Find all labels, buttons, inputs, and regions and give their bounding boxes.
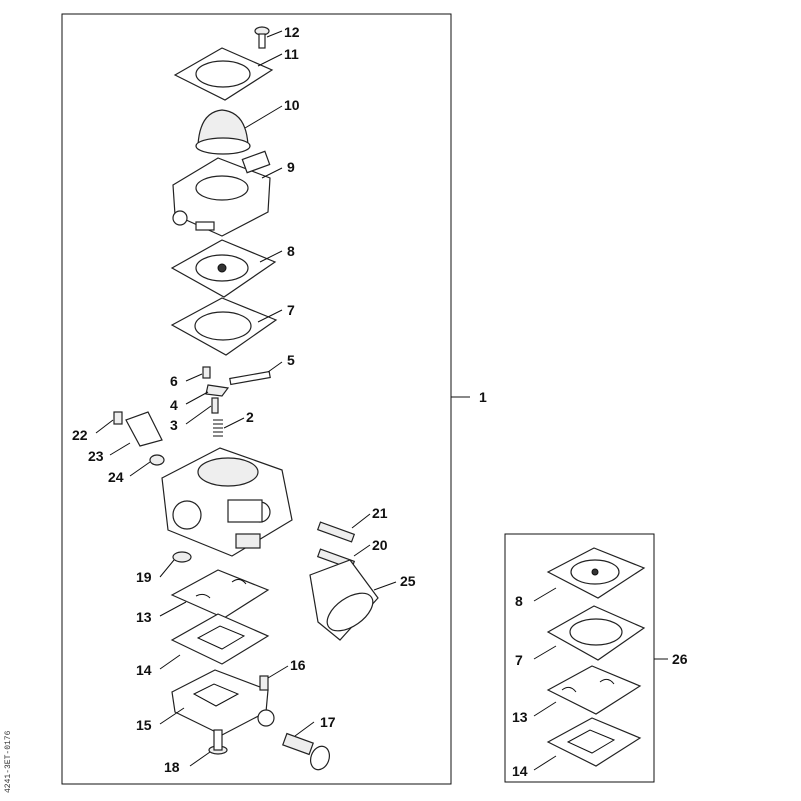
part-6-screw: [202, 366, 211, 379]
label-part-17: 17: [320, 714, 336, 730]
part-10-primer-bulb: [195, 109, 251, 155]
part-8-diaphragm: [170, 239, 277, 298]
label-part-25: 25: [400, 573, 416, 589]
kit-frame: [504, 533, 655, 783]
part-17-adjuster: [282, 732, 331, 771]
kit-part-13-gasket: [546, 665, 642, 715]
label-part-7: 7: [287, 302, 295, 318]
kit-part-8-diaphragm: [546, 547, 646, 599]
label-part-1: 1: [479, 389, 487, 405]
label-part-5: 5: [287, 352, 295, 368]
label-part-4: 4: [170, 397, 178, 413]
label-part-8: 8: [287, 243, 295, 259]
label-part-20: 20: [372, 537, 388, 553]
part-18-screw: [208, 729, 228, 755]
part-21-screw: [316, 521, 356, 543]
part-7-gasket: [170, 297, 278, 356]
part-15-pump-cover: [171, 669, 275, 736]
label-part-18: 18: [164, 759, 180, 775]
part-5-pin: [229, 370, 271, 386]
label-part-9: 9: [287, 159, 295, 175]
label-kit-part-8: 8: [515, 593, 523, 609]
part-4-lever: [205, 384, 230, 397]
part-11-cover: [173, 47, 274, 101]
side-code: 4241-3ET-0176: [2, 731, 16, 795]
part-3-needle: [211, 397, 219, 414]
label-part-21: 21: [372, 505, 388, 521]
label-part-3: 3: [170, 417, 178, 433]
part-13-gasket: [170, 569, 270, 619]
part-14-gasket: [170, 613, 270, 665]
label-part-10: 10: [284, 97, 300, 113]
part-19-screen: [172, 551, 192, 563]
part-16-pin: [259, 675, 269, 691]
part-12-screw: [254, 26, 270, 49]
label-part-11: 11: [284, 46, 299, 62]
part-2-spring: [213, 419, 223, 437]
label-part-12: 12: [284, 24, 300, 40]
label-part-15: 15: [136, 717, 152, 733]
label-part-14: 14: [136, 662, 152, 678]
label-part-24: 24: [108, 469, 124, 485]
side-code-text: 4241-3ET-0176: [4, 730, 13, 793]
part-24-bushing: [149, 454, 165, 466]
label-kit-part-7: 7: [515, 652, 523, 668]
label-part-6: 6: [170, 373, 178, 389]
kit-part-14-gasket: [546, 717, 642, 767]
main-frame: [61, 13, 452, 785]
part-25-intake: [309, 559, 379, 641]
label-kit-part-14: 14: [512, 763, 528, 779]
part-23-bracket: [125, 411, 163, 447]
leader-lines: [95, 30, 668, 771]
label-part-13: 13: [136, 609, 152, 625]
kit-part-7-gasket: [546, 605, 646, 661]
label-part-2: 2: [246, 409, 254, 425]
label-part-19: 19: [136, 569, 152, 585]
label-part-26: 26: [672, 651, 688, 667]
label-part-16: 16: [290, 657, 306, 673]
part-9-housing: [172, 150, 271, 237]
label-kit-part-13: 13: [512, 709, 528, 725]
carburetor-body: [161, 447, 293, 557]
part-22-screw: [113, 411, 123, 425]
label-part-22: 22: [72, 427, 88, 443]
label-part-23: 23: [88, 448, 104, 464]
